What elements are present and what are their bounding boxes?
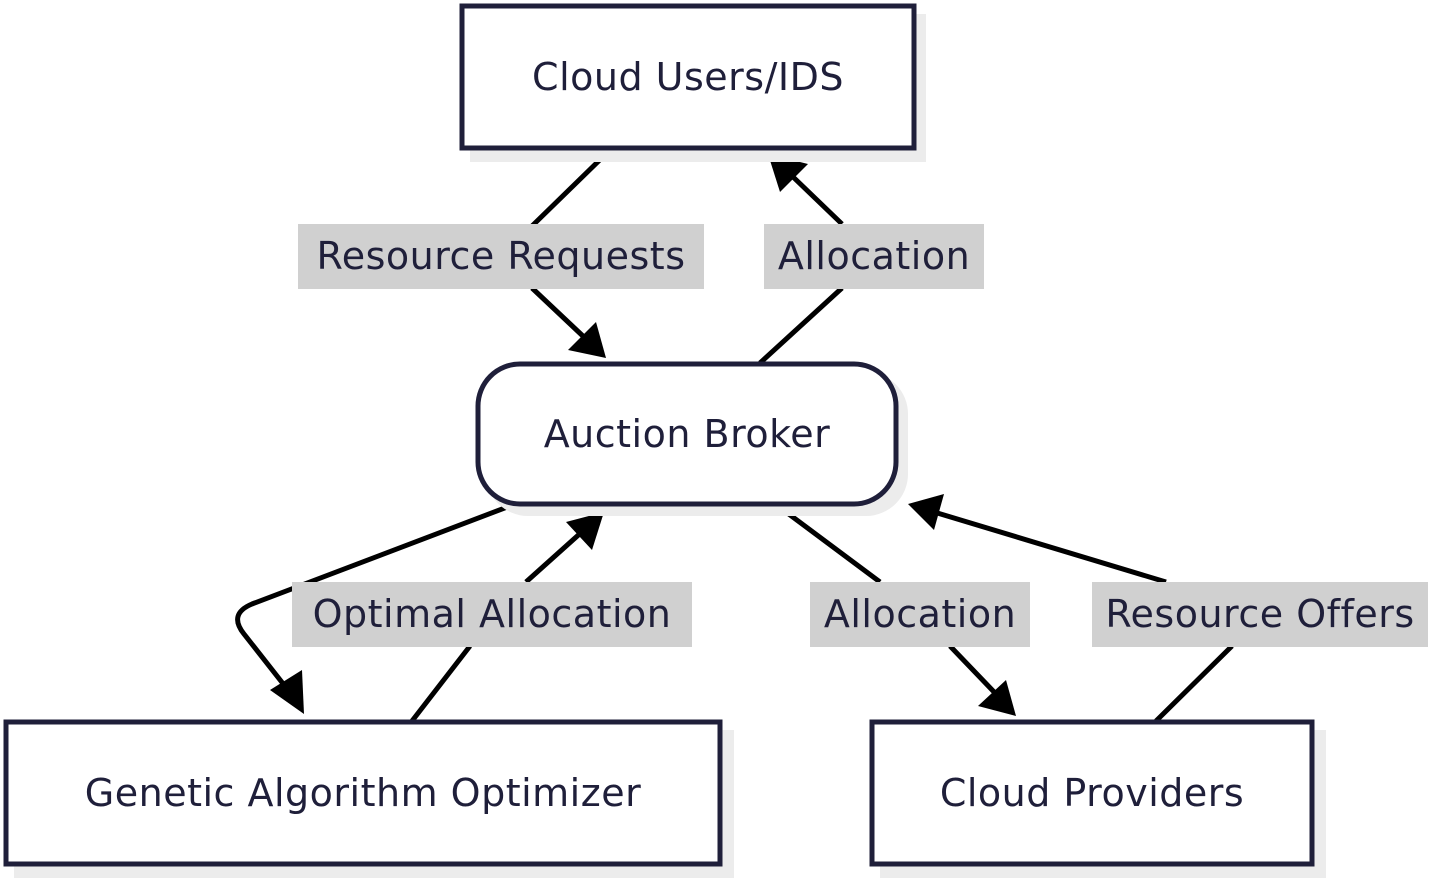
label-resource-offers-text: Resource Offers [1105,592,1414,636]
edge-resource-offers [933,509,1234,723]
node-auction-broker: Auction Broker [475,361,908,516]
edge-broker-to-optimizer [235,503,511,692]
arrowhead-resource-requests [568,322,606,358]
arrowhead-resource-offers [908,494,944,530]
label-resource-requests-text: Resource Requests [317,234,686,278]
arrowhead-allocation-to-providers [978,680,1016,716]
node-cloud-providers: Cloud Providers [869,719,1326,878]
node-ga-optimizer: Genetic Algorithm Optimizer [3,719,734,878]
label-allocation-to-users: Allocation [764,224,984,289]
node-ga-optimizer-label: Genetic Algorithm Optimizer [85,771,641,815]
label-optimal-allocation: Optimal Allocation [292,582,692,647]
label-resource-offers: Resource Offers [1092,582,1428,647]
node-cloud-users-label: Cloud Users/IDS [532,55,844,99]
node-cloud-providers-label: Cloud Providers [940,771,1244,815]
label-resource-requests: Resource Requests [298,224,704,289]
label-allocation-to-providers-text: Allocation [824,592,1016,636]
arrowhead-allocation-to-users [768,154,808,192]
label-allocation-to-providers: Allocation [810,582,1030,647]
label-allocation-to-users-text: Allocation [778,234,970,278]
arrowhead-broker-to-optimizer [270,670,304,714]
edge-optimal-allocation [410,528,586,723]
label-optimal-allocation-text: Optimal Allocation [313,592,672,636]
edge-allocation-to-providers [776,503,998,696]
node-auction-broker-label: Auction Broker [544,412,831,456]
node-cloud-users: Cloud Users/IDS [459,3,926,162]
arrowhead-optimal-allocation [566,512,604,550]
edge-allocation-to-users [758,172,844,365]
